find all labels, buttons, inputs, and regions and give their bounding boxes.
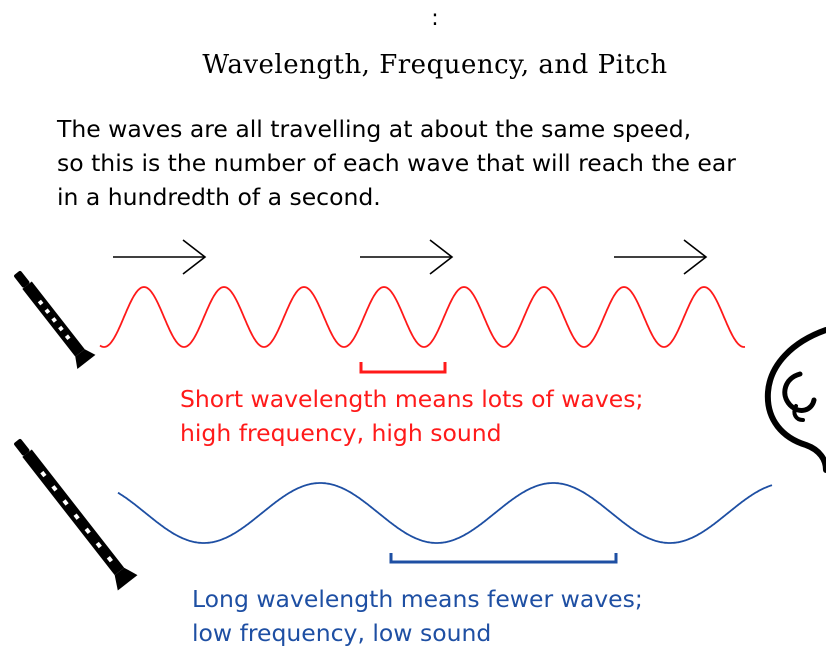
long-wavelength-bracket — [391, 553, 616, 562]
low-caption-line-1: Long wavelength means fewer waves; — [192, 582, 643, 616]
low-caption-line-2: low frequency, low sound — [192, 616, 643, 650]
right-arrow-icon — [113, 240, 205, 274]
ear-icon — [768, 330, 826, 470]
short-wavelength-bracket — [361, 362, 445, 372]
right-arrow-icon — [614, 240, 706, 274]
low-frequency-caption: Long wavelength means fewer waves; low f… — [192, 582, 643, 650]
high-caption-line-2: high frequency, high sound — [180, 416, 643, 450]
high-frequency-caption: Short wavelength means lots of waves; hi… — [180, 382, 643, 450]
recorder-icon — [8, 266, 96, 369]
high-caption-line-1: Short wavelength means lots of waves; — [180, 382, 643, 416]
high-frequency-wave — [100, 287, 745, 347]
recorder-icon — [7, 433, 138, 590]
right-arrow-icon — [360, 240, 452, 274]
low-frequency-wave — [118, 483, 772, 543]
